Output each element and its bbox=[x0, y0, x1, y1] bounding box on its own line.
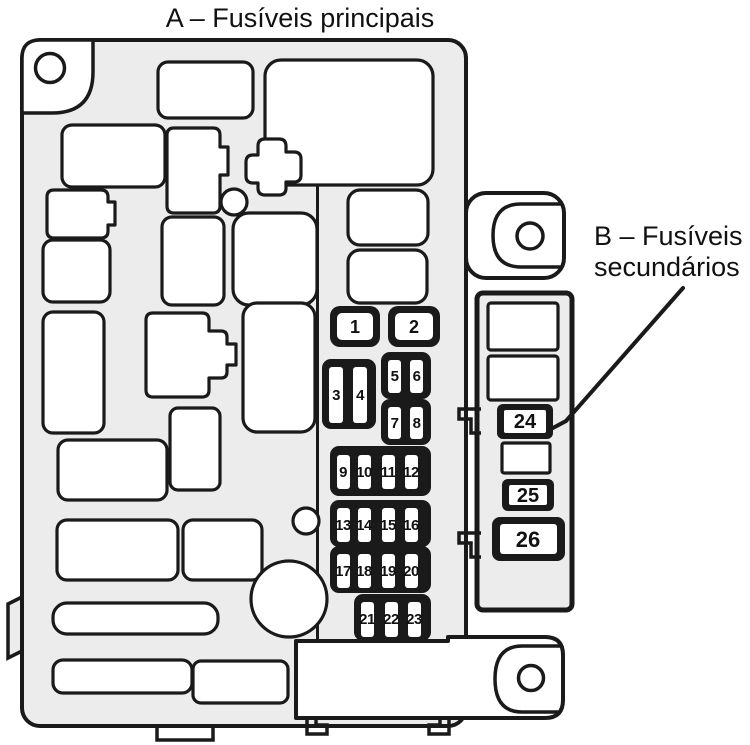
fuse-24: 24 bbox=[497, 404, 553, 439]
relay-shape bbox=[168, 406, 222, 492]
bottom-tab bbox=[155, 727, 215, 742]
fuse-21-number: 21 bbox=[359, 611, 375, 628]
relay-shape bbox=[41, 238, 112, 304]
blank-fuse-slot bbox=[500, 441, 552, 475]
fuse-5-number: 5 bbox=[391, 368, 399, 385]
fuse-26-number: 26 bbox=[516, 527, 540, 552]
relay-shape bbox=[60, 123, 167, 189]
side-connector-tab bbox=[6, 594, 24, 661]
mounting-hole-top-left bbox=[33, 51, 67, 85]
relay-shape bbox=[41, 310, 106, 435]
fuse-6-number: 6 bbox=[413, 368, 421, 385]
fuse-23-number: 23 bbox=[406, 611, 422, 628]
fuse-8-number: 8 bbox=[413, 415, 421, 432]
fuse-25-number: 25 bbox=[517, 485, 539, 507]
holder-clip-top bbox=[457, 407, 481, 435]
relay-shape bbox=[165, 126, 230, 215]
fuse-1: 1 bbox=[330, 306, 380, 347]
fuse-16-number: 16 bbox=[403, 517, 419, 534]
relay-shape bbox=[45, 188, 117, 240]
fuse-7-number: 7 bbox=[391, 415, 399, 432]
fuse-25: 25 bbox=[502, 479, 554, 511]
relay-shape bbox=[181, 518, 264, 582]
bottom-hook-left bbox=[305, 720, 329, 736]
mounting-pad-top-left bbox=[20, 38, 95, 115]
relay-shape bbox=[160, 215, 226, 307]
relay-shape bbox=[346, 248, 429, 305]
label-b-line1: B – Fusíveis bbox=[594, 221, 743, 251]
fuse-15-number: 15 bbox=[380, 517, 396, 534]
mounting-hole-bottom-right bbox=[516, 663, 546, 693]
mounting-hole-top-right bbox=[515, 221, 545, 251]
holder-clip-bottom bbox=[457, 531, 481, 559]
relay-shape bbox=[55, 518, 180, 582]
fuse-row-17-20: 17 18 19 20 bbox=[330, 546, 431, 593]
fuse-2-number: 2 bbox=[409, 317, 419, 337]
fuse-block-7-8: 7 8 bbox=[381, 399, 431, 445]
mounting-bracket-bottom bbox=[294, 635, 565, 720]
fuse-row-13-16: 13 14 15 16 bbox=[330, 500, 431, 547]
fuse-14-number: 14 bbox=[356, 517, 373, 534]
fuse-10-number: 10 bbox=[356, 464, 372, 481]
blank-fuse-slot bbox=[486, 354, 560, 402]
connector-slot bbox=[51, 658, 194, 695]
round-component bbox=[291, 506, 321, 536]
fuse-row-21-23: 21 22 23 bbox=[354, 594, 431, 641]
fuse-11-number: 11 bbox=[381, 464, 396, 481]
relay-shape bbox=[241, 301, 317, 434]
fuse-17-number: 17 bbox=[335, 563, 351, 580]
relay-components bbox=[41, 58, 435, 705]
fuse-2: 2 bbox=[388, 306, 440, 347]
fuse-3-number: 3 bbox=[332, 387, 340, 404]
large-round-component bbox=[249, 559, 329, 639]
relay-shape bbox=[244, 137, 303, 197]
bottom-hook-right bbox=[427, 720, 451, 736]
fuse-18-number: 18 bbox=[356, 563, 372, 580]
fuse-13-number: 13 bbox=[335, 517, 351, 534]
fuse-4-number: 4 bbox=[356, 387, 365, 404]
fuse-24-number: 24 bbox=[514, 411, 537, 433]
fuse-block-3-4: 3 4 bbox=[322, 359, 376, 429]
fuse-26: 26 bbox=[492, 517, 565, 561]
label-b-line2: secundários bbox=[594, 252, 740, 282]
fuse-9-number: 9 bbox=[339, 464, 347, 481]
relay-shape bbox=[144, 311, 238, 399]
label-a-title: A – Fusíveis principais bbox=[166, 3, 435, 33]
label-b-leader-line bbox=[549, 286, 685, 431]
secondary-fuse-holder: 24 25 26 bbox=[474, 290, 575, 613]
relay-shape bbox=[156, 60, 255, 120]
mounting-ear-top-right bbox=[464, 191, 566, 280]
fuse-1-number: 1 bbox=[350, 317, 360, 337]
relay-shape bbox=[263, 58, 435, 187]
fuse-19-number: 19 bbox=[380, 563, 396, 580]
connector-slot bbox=[51, 601, 220, 636]
fuse-22-number: 22 bbox=[383, 611, 399, 628]
fuse-12-number: 12 bbox=[403, 464, 419, 481]
relay-shape bbox=[346, 188, 430, 247]
fuse-row-9-12: 9 10 11 12 bbox=[330, 446, 431, 496]
fuse-block-5-6: 5 6 bbox=[381, 352, 431, 399]
relay-shape bbox=[231, 211, 319, 307]
round-component bbox=[219, 187, 249, 217]
blank-fuse-slot bbox=[486, 301, 560, 352]
fuse-20-number: 20 bbox=[403, 563, 419, 580]
relay-shape bbox=[56, 438, 169, 502]
connector-slot bbox=[191, 659, 290, 705]
